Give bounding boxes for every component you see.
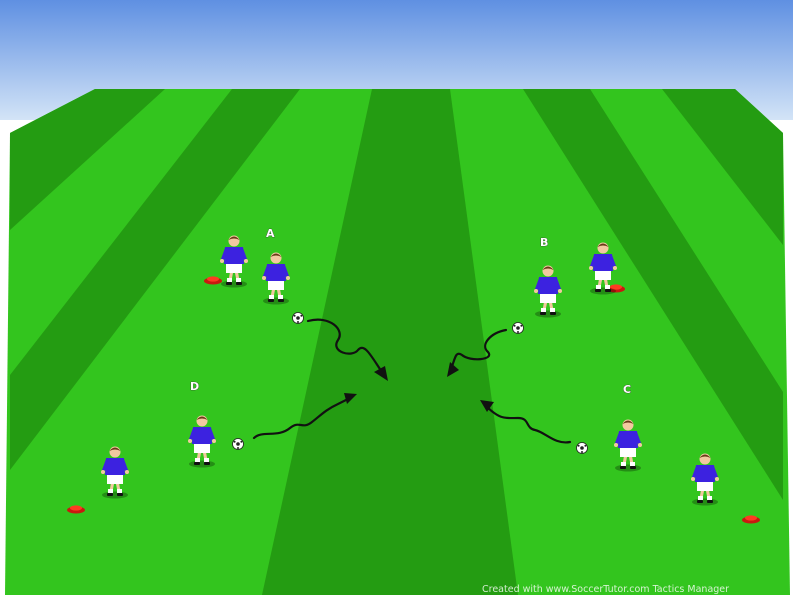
label-b: B: [540, 236, 548, 249]
ball-c: [577, 443, 588, 454]
label-c: C: [623, 383, 631, 396]
label-d: D: [190, 380, 199, 393]
credit-text: Created with www.SoccerTutor.com Tactics…: [482, 584, 729, 595]
label-a: A: [266, 227, 275, 240]
ball-b: [513, 323, 524, 334]
ball-a: [293, 313, 304, 324]
ball-d: [233, 439, 244, 450]
